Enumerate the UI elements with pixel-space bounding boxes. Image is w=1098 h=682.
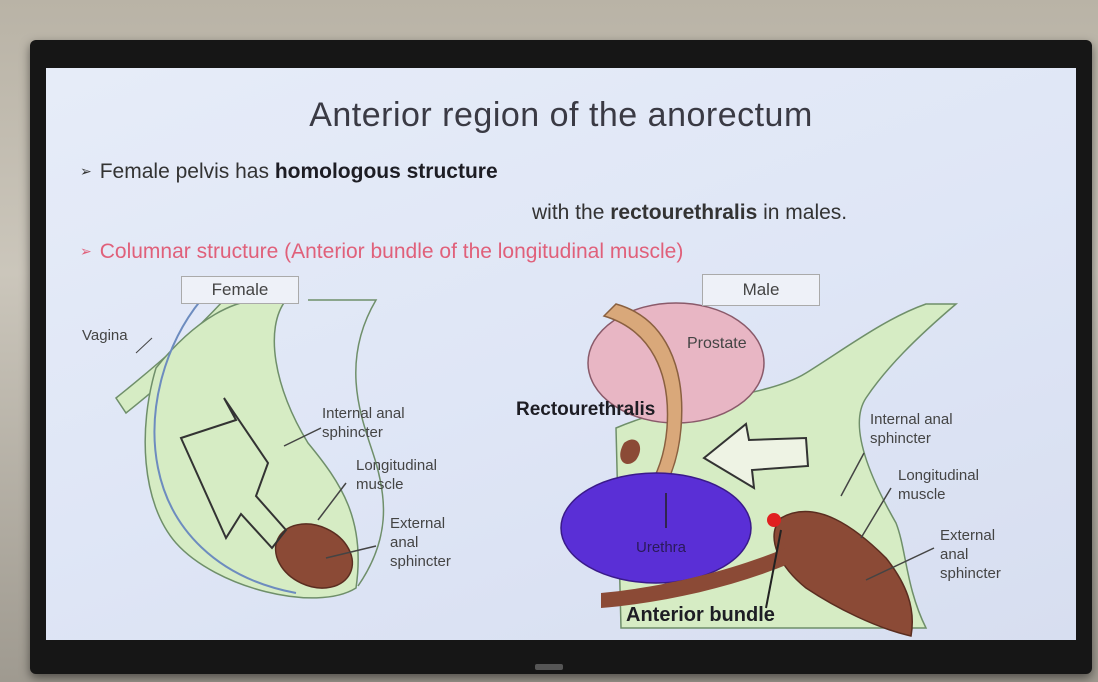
label-male-external-anal-sphincter: External anal sphincter — [940, 526, 1001, 583]
label-female-longitudinal-muscle: Longitudinal muscle — [356, 456, 437, 494]
presentation-slide: Anterior region of the anorectum ➢Female… — [46, 68, 1076, 640]
female-anatomy-figure — [116, 300, 384, 600]
male-label-box: Male — [702, 274, 820, 306]
label-anterior-bundle: Anterior bundle — [626, 606, 775, 625]
label-female-external-anal-sphincter: External anal sphincter — [390, 514, 451, 571]
urethra-bulb — [561, 473, 751, 583]
label-male-longitudinal-muscle: Longitudinal muscle — [898, 466, 979, 504]
anterior-bundle-red-mark — [767, 513, 781, 527]
label-vagina: Vagina — [82, 326, 128, 345]
female-vagina-pointer — [136, 338, 152, 353]
male-anatomy-figure — [561, 303, 956, 636]
label-female-internal-anal-sphincter: Internal anal sphincter — [322, 404, 405, 442]
tv-logo — [535, 664, 563, 670]
anatomy-diagrams — [46, 68, 1076, 640]
label-male-internal-anal-sphincter: Internal anal sphincter — [870, 410, 953, 448]
label-prostate: Prostate — [687, 334, 747, 353]
label-rectourethralis: Rectourethralis — [516, 400, 655, 419]
label-urethra: Urethra — [636, 538, 686, 557]
female-label-box: Female — [181, 276, 299, 304]
